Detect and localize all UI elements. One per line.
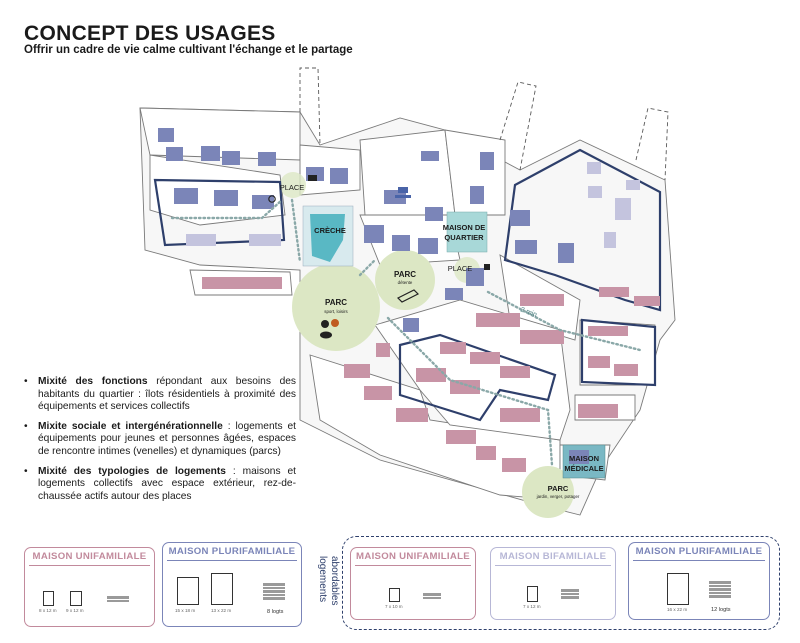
dimension-label: 7 x 10 m: [385, 604, 403, 609]
residential-block-outlines: [153, 148, 662, 422]
floor-stack-icon: [561, 589, 579, 600]
dimension-label: 16 x 22 m: [667, 607, 688, 612]
floor-stack-icon: [709, 581, 731, 599]
place-1-icon: [308, 175, 317, 181]
basketball-icon: [321, 320, 329, 328]
parc-detente-area: [375, 250, 435, 310]
bullet-item: Mixite sociale et intergénérationnelle :…: [24, 421, 296, 459]
legend-rule: [29, 565, 150, 566]
floor-stack-icon: [263, 583, 285, 601]
block-icon: [268, 195, 276, 203]
affordable-housing-group: [342, 536, 780, 630]
dashed-extensions: [299, 67, 669, 181]
parc-sport-area: [292, 263, 380, 351]
legend-title: MAISON BIFAMILIALE: [499, 551, 607, 562]
logements-count: 8 logts: [267, 609, 284, 615]
page-subtitle: Offrir un cadre de vie calme cultivant l…: [24, 44, 353, 56]
legend-card-unifamiliale-left: MAISON UNIFAMILIALE 8 x 12 m 9 x 12 m: [24, 547, 155, 627]
dimension-label: 13 x 22 m: [211, 608, 232, 613]
label-maison-quartier-1: MAISON DE: [443, 223, 486, 232]
dimension-label: 7 x 12 m: [523, 604, 541, 609]
house-footprint-icon: [527, 586, 538, 602]
label-parc-detente-sub: détente: [398, 280, 413, 285]
house-footprint-icon: [70, 591, 82, 606]
walking-paths: [170, 198, 642, 467]
house-footprint-icon: [43, 591, 54, 606]
label-maison-quartier-2: QUARTIER: [444, 233, 484, 242]
label-parc-sport-sub: sport, loisirs: [324, 309, 348, 314]
dimension-label: 8 x 12 m: [39, 608, 57, 613]
legend-card-plurifamiliale-left: MAISON PLURIFAMILIALE 15 x 18 m 13 x 22 …: [162, 542, 302, 627]
label-place-2: PLACE: [448, 264, 473, 273]
buildings-unifamiliale: [202, 277, 660, 472]
floor-stack-icon: [107, 596, 129, 603]
table-icon: [395, 187, 411, 198]
label-maison-medicale-2: MÉDICALE: [564, 464, 603, 473]
label-place-1: PLACE: [280, 183, 305, 192]
floor-stack-icon: [423, 593, 441, 600]
page-title: CONCEPT DES USAGES: [24, 22, 276, 45]
dimension-label: 15 x 18 m: [175, 608, 196, 613]
legend-title: MAISON UNIFAMILIALE: [32, 551, 147, 562]
place-1-area: [280, 172, 306, 198]
usage-bullet-list: Mixité des fonctions répondant aux besoi…: [24, 376, 296, 510]
label-parc-jardin: PARC: [548, 484, 569, 493]
building-footprint-icon: [177, 577, 199, 605]
buildings-bifamiliale: [186, 162, 640, 248]
legend-title: MAISON PLURIFAMILIALE: [635, 546, 763, 557]
legend-rule: [167, 560, 297, 561]
legend-card-bifamiliale-right: MAISON BIFAMILIALE 7 x 12 m: [490, 547, 616, 620]
legend-rule: [355, 565, 471, 566]
parks: [280, 172, 574, 518]
ball-icon: [331, 319, 339, 327]
legend-title: MAISON UNIFAMILIALE: [356, 551, 470, 562]
buildings-plurifamiliale: [158, 128, 589, 464]
building-footprint-icon: [667, 573, 689, 605]
affordable-group-label: logements abordables: [317, 556, 340, 606]
maison-quartier-lot: [446, 211, 488, 253]
legend-rule: [495, 565, 611, 566]
legend-card-unifamiliale-right: MAISON UNIFAMILIALE 7 x 10 m: [350, 547, 476, 620]
label-parc-sport: PARC: [325, 298, 347, 307]
house-footprint-icon: [389, 588, 400, 602]
creche-water: [310, 214, 345, 262]
building-footprint-icon: [211, 573, 233, 605]
label-parc-detente: PARC: [394, 270, 416, 279]
label-parc-jardin-sub: jardin, verger, potager: [536, 494, 580, 499]
bullet-item: Mixité des typologies de logements : mai…: [24, 466, 296, 504]
dimension-label: 9 x 12 m: [66, 608, 84, 613]
place-2-icon: [484, 264, 490, 270]
legend-title: MAISON PLURIFAMILIALE: [168, 546, 296, 557]
parc-jardin-area: [522, 466, 574, 518]
label-creche: CRÈCHE: [314, 226, 346, 235]
football-icon: [320, 331, 332, 339]
legend-rule: [633, 560, 765, 561]
legend-card-plurifamiliale-right: MAISON PLURIFAMILIALE 16 x 22 m 12 logts: [628, 542, 770, 620]
activity-icons: [268, 175, 490, 339]
label-maison-medicale-1: MAISON: [569, 454, 599, 463]
deckchair-icon: [396, 289, 420, 303]
logements-count: 12 logts: [711, 607, 731, 613]
bullet-item: Mixité des fonctions répondant aux besoi…: [24, 376, 296, 414]
